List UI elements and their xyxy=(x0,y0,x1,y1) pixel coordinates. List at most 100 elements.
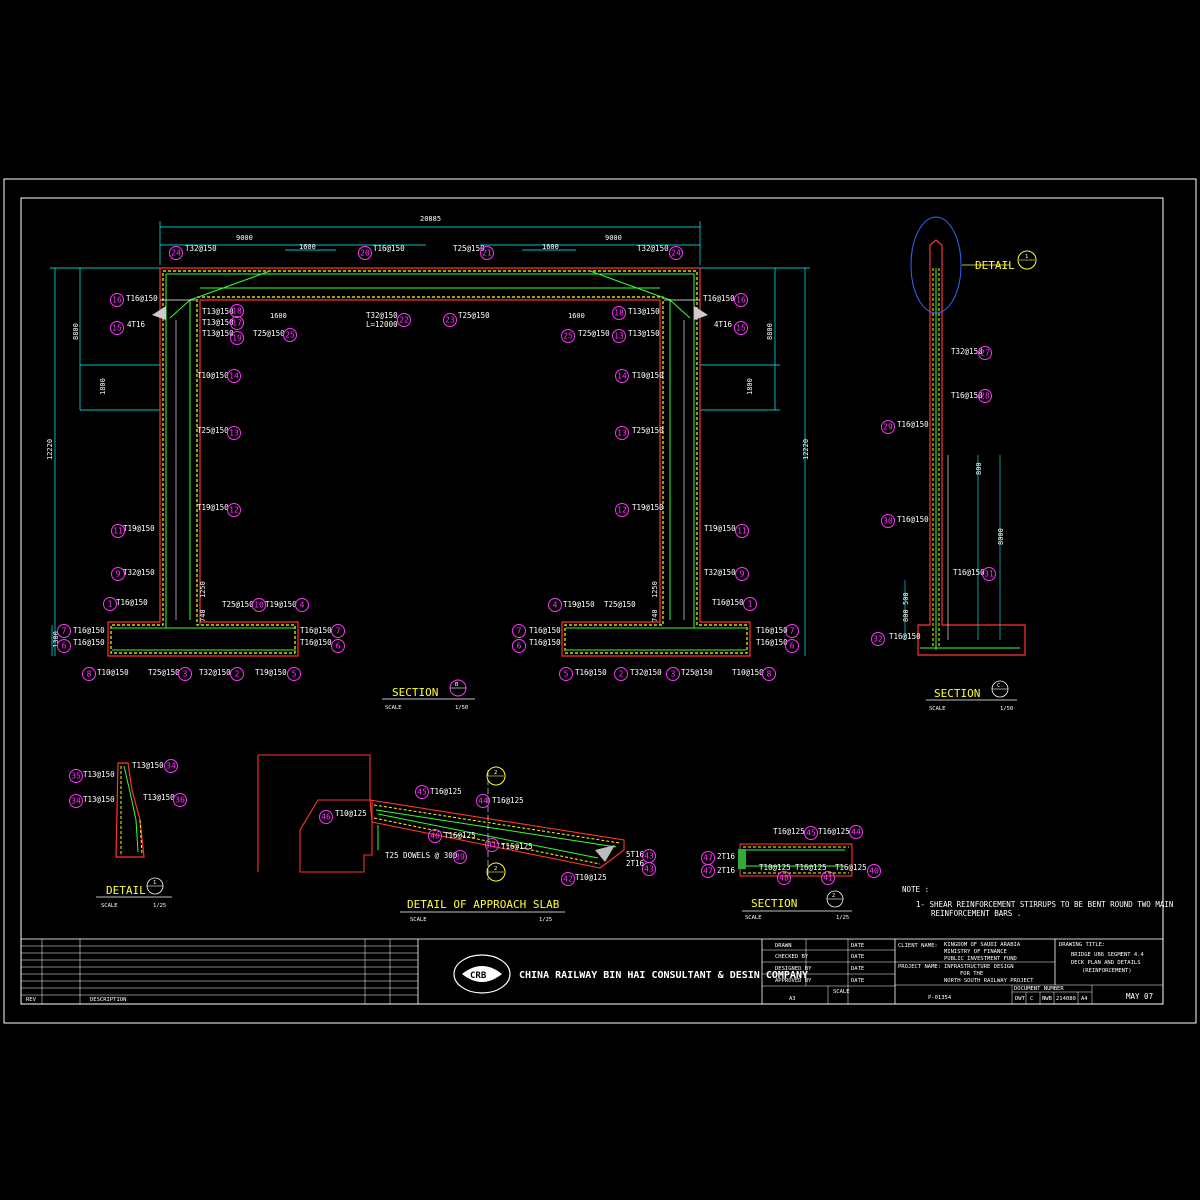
bar-mark-22 xyxy=(397,313,411,327)
dim-wall-left: 8800 xyxy=(72,323,80,340)
bar-mark-5 xyxy=(559,667,573,681)
dim-small-right-2: 740 xyxy=(651,609,659,622)
bar-mark-label: 9 xyxy=(116,570,121,579)
section-2-drawing xyxy=(738,843,853,877)
approach-bar-2: T16@125 xyxy=(430,787,462,796)
bar-mark-label: 32 xyxy=(873,635,883,644)
bar-mark-label: 6 xyxy=(336,642,341,651)
bar-foot-top-left-2: T19@150 xyxy=(265,600,297,609)
detail-right-bar-2: T16@150 xyxy=(951,391,983,400)
note-line-2: REINFORCEMENT BARS . xyxy=(931,909,1021,918)
tb-project-2: FOR THE xyxy=(960,971,983,977)
bar-mark-12 xyxy=(615,503,629,517)
bar-mark-5 xyxy=(287,667,301,681)
section-b-scale-label: SCALE xyxy=(385,705,402,711)
detail-right-bar-6: T16@150 xyxy=(889,632,921,641)
detail-1-scale-label: SCALE xyxy=(101,903,118,909)
bar-outer-left-3: T16@150 xyxy=(116,598,148,607)
tb-drawing-1: BRIDGE UB6 SEGMENT 4.4 xyxy=(1071,952,1145,958)
section-2-labels: T16@125 T16@125 T10@125 T16@125 T16@125 … xyxy=(717,827,867,921)
section-b-title-text: SECTION xyxy=(392,686,438,699)
section-2-bar-2: T16@125 xyxy=(818,827,850,836)
bar-mark-label: 15 xyxy=(736,324,746,333)
bar-top-mid1: T16@150 xyxy=(373,244,405,253)
bar-mark-2 xyxy=(614,667,628,681)
approach-bar-8: 2T16 xyxy=(626,859,645,868)
bar-mark-48 xyxy=(777,871,791,885)
bar-mark-34 xyxy=(69,794,83,808)
section-2-bar-1: T16@125 xyxy=(773,827,805,836)
bar-mark-label: 18 xyxy=(232,307,242,316)
bar-mark-45 xyxy=(804,826,818,840)
dim-wall-right: 8800 xyxy=(766,323,774,340)
detail-right-dim-2: 8000 xyxy=(997,528,1005,545)
bar-mark-label: 24 xyxy=(171,249,181,258)
bar-mark-label: 14 xyxy=(229,372,239,381)
bar-mark-16 xyxy=(734,293,748,307)
bar-mark-14 xyxy=(227,369,241,383)
bar-mark-2 xyxy=(230,667,244,681)
dim-overall-width: 20885 xyxy=(420,215,441,223)
detail-right-bar-4: T16@150 xyxy=(897,515,929,524)
bar-mark-13 xyxy=(615,426,629,440)
bar-mark-31 xyxy=(982,567,996,581)
bar-mark-1 xyxy=(743,597,757,611)
bar-foot-bot-left-4: T19@150 xyxy=(255,668,287,677)
detail-right-title: DETAIL xyxy=(975,259,1015,272)
bar-mark-16 xyxy=(110,293,124,307)
bar-mark-label: 22 xyxy=(399,316,409,325)
bar-mark-label: 2 xyxy=(619,670,624,679)
bar-mark-label: 42 xyxy=(563,875,573,884)
bar-mark-label: 28 xyxy=(980,392,990,401)
dim-small-left-2: 740 xyxy=(199,609,207,622)
bar-mark-21 xyxy=(480,246,494,260)
dim-lower-left: 1800 xyxy=(99,378,107,395)
tb-s3: NWB xyxy=(1042,996,1053,1002)
bar-top-right: T32@150 xyxy=(637,244,669,253)
svg-text:CRB: CRB xyxy=(470,971,487,981)
bar-mark-label: 13 xyxy=(614,332,624,341)
detail-1-scale: 1/25 xyxy=(153,903,166,909)
bar-mark-34 xyxy=(164,759,178,773)
section-2-bar-5: T16@125 xyxy=(835,863,867,872)
bar-mark-42 xyxy=(561,872,575,886)
bar-mark-label: 44 xyxy=(478,797,488,806)
tb-project-label: PROJECT NAME: xyxy=(898,964,941,970)
section-b-labels: 20885 9000 9000 1600 1600 1600 1600 1222… xyxy=(46,215,810,677)
dim-right-span: 9000 xyxy=(605,234,622,242)
bar-mark-46 xyxy=(319,810,333,824)
bar-mark-32 xyxy=(871,632,885,646)
section-2-side-1: 2T16 xyxy=(717,852,736,861)
bar-mark-label: 30 xyxy=(883,517,893,526)
bar-inner-mid: T25@150 xyxy=(458,311,490,320)
note-line-1: 1- SHEAR REINFORCEMENT STIRRUPS TO BE BE… xyxy=(916,900,1173,909)
detail-1-title: DETAIL xyxy=(106,884,146,897)
bar-mark-label: 10 xyxy=(254,601,264,610)
tb-project-1: INFRASTRUCTURE DESIGN xyxy=(944,964,1014,970)
bar-foot-side-right-2: T16@150 xyxy=(529,638,561,647)
dim-small-right: 1250 xyxy=(651,581,659,598)
bar-mark-14 xyxy=(615,369,629,383)
bar-mark-15 xyxy=(734,321,748,335)
bar-right-c: T25@150 xyxy=(578,329,610,338)
section-2-scale-label: SCALE xyxy=(745,915,762,921)
tb-project-3: NORTH SOUTH RAILWAY PROJECT xyxy=(944,978,1034,984)
detail-right-dim-3: 500 xyxy=(902,592,910,605)
bar-right-b: T13@150 xyxy=(628,329,660,338)
bar-mark-1 xyxy=(103,597,117,611)
bar-mark-label: 2 xyxy=(235,670,240,679)
bar-foot-side-left-1: T16@150 xyxy=(73,626,105,635)
section-c-scale-label: SCALE xyxy=(929,706,946,712)
bar-left-b: T13@150 xyxy=(202,318,234,327)
bar-small-left: 4T16 xyxy=(127,320,146,329)
approach-bar-5: T16@125 xyxy=(501,842,533,851)
bar-mark-9 xyxy=(735,567,749,581)
section-b-frame xyxy=(50,221,810,657)
bar-mark-label: 34 xyxy=(166,762,176,771)
bar-mark-40 xyxy=(867,864,881,878)
bar-mark-41 xyxy=(821,871,835,885)
dim-haunch-right-inner: 1600 xyxy=(568,312,585,320)
bar-outer-right-1: T19@150 xyxy=(704,524,736,533)
bar-foot-bot-right-2: T32@150 xyxy=(630,668,662,677)
